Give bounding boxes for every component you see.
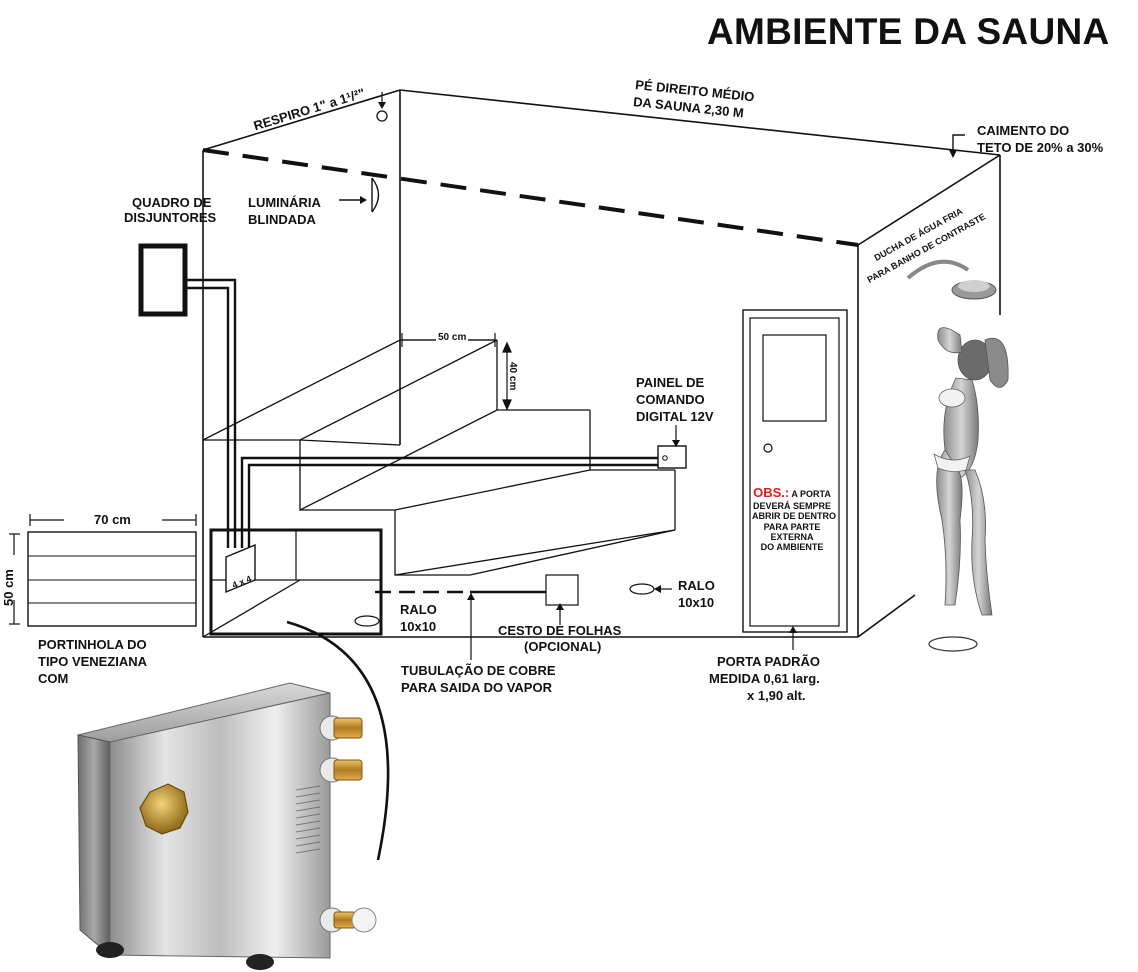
steam-generator-device xyxy=(77,682,377,970)
painel-label-2: COMANDO xyxy=(636,392,705,407)
door xyxy=(742,309,848,650)
bench-width-label: 50 cm xyxy=(436,332,469,344)
air-vent-circle xyxy=(376,110,388,122)
room-outline xyxy=(202,89,1001,638)
louvered-vent-panel xyxy=(27,531,197,627)
vent-height-dimension xyxy=(9,533,20,625)
luminaria-label-1: LUMINÁRIA xyxy=(248,195,321,210)
porta-label-2: MEDIDA 0,61 larg. xyxy=(709,671,820,686)
caimento-label-1: CAIMENTO DO xyxy=(977,123,1070,138)
leaf-basket-box xyxy=(545,574,579,606)
drain-left-icon xyxy=(354,615,380,627)
breaker-panel-box xyxy=(138,243,188,317)
digital-control-panel xyxy=(657,445,687,469)
ralo-right-label-1: RALO xyxy=(678,578,715,593)
door-note-line-5: EXTERNA xyxy=(770,531,814,542)
quadro-label-1: QUADRO DE xyxy=(132,195,212,210)
door-note-line-6: DO AMBIENTE xyxy=(760,542,824,553)
door-note: OBS.: A PORTA DEVERÁ SEMPRE ABRIR DE DEN… xyxy=(752,485,837,553)
quadro-label-2: DISJUNTORES xyxy=(124,210,217,225)
junction-box-4x4 xyxy=(225,543,256,594)
shielded-light-fixture xyxy=(371,177,380,213)
porta-label-1: PORTA PADRÃO xyxy=(717,654,821,669)
bench-height-label: 40 cm xyxy=(507,362,518,391)
bench-steps xyxy=(202,339,676,638)
painel-label-1: PAINEL DE xyxy=(636,375,705,390)
vent-width-dimension xyxy=(29,514,197,526)
page-title: AMBIENTE DA SAUNA xyxy=(707,11,1110,52)
portinhola-label-3: COM xyxy=(38,671,69,686)
portinhola-label-2: TIPO VENEZIANA xyxy=(38,654,148,669)
cesto-label-1: CESTO DE FOLHAS xyxy=(498,623,622,638)
woman-showering-figure xyxy=(933,327,1009,616)
ralo-left-label-2: 10x10 xyxy=(400,619,437,634)
door-note-obs: OBS.: xyxy=(753,485,790,500)
steam-outlet-tube xyxy=(286,620,390,861)
shower-head-icon xyxy=(906,259,997,300)
door-note-line-4: PARA PARTE xyxy=(763,521,821,532)
painel-label-3: DIGITAL 12V xyxy=(636,409,714,424)
ralo-left-label-1: RALO xyxy=(400,602,437,617)
electrical-conduit xyxy=(185,278,663,548)
bench-height-dimension xyxy=(502,341,512,411)
luminaria-label-2: BLINDADA xyxy=(248,212,316,227)
door-note-line-3: ABRIR DE DENTRO xyxy=(752,511,837,522)
ceiling-slope-dashed-line xyxy=(202,148,859,247)
ralo-right-label-2: 10x10 xyxy=(678,595,715,610)
door-note-line-1: OBS.: A PORTA xyxy=(752,485,832,501)
vent-width-label: 70 cm xyxy=(94,512,131,527)
caimento-label-2: TETO DE 20% a 30% xyxy=(977,140,1104,155)
door-note-line-2: DEVERÁ SEMPRE xyxy=(752,500,832,511)
drain-right-icon xyxy=(629,583,655,595)
porta-label-3: x 1,90 alt. xyxy=(747,688,806,703)
brand-badge-icon xyxy=(139,783,189,835)
tubulacao-label-1: TUBULAÇÃO DE COBRE xyxy=(401,663,556,678)
door-note-text-1: A PORTA xyxy=(791,489,831,499)
cesto-label-2: (OPCIONAL) xyxy=(524,639,602,654)
portinhola-label-1: PORTINHOLA DO xyxy=(38,637,147,652)
tubulacao-label-2: PARA SAIDA DO VAPOR xyxy=(401,680,552,695)
vent-height-label: 50 cm xyxy=(1,569,16,606)
